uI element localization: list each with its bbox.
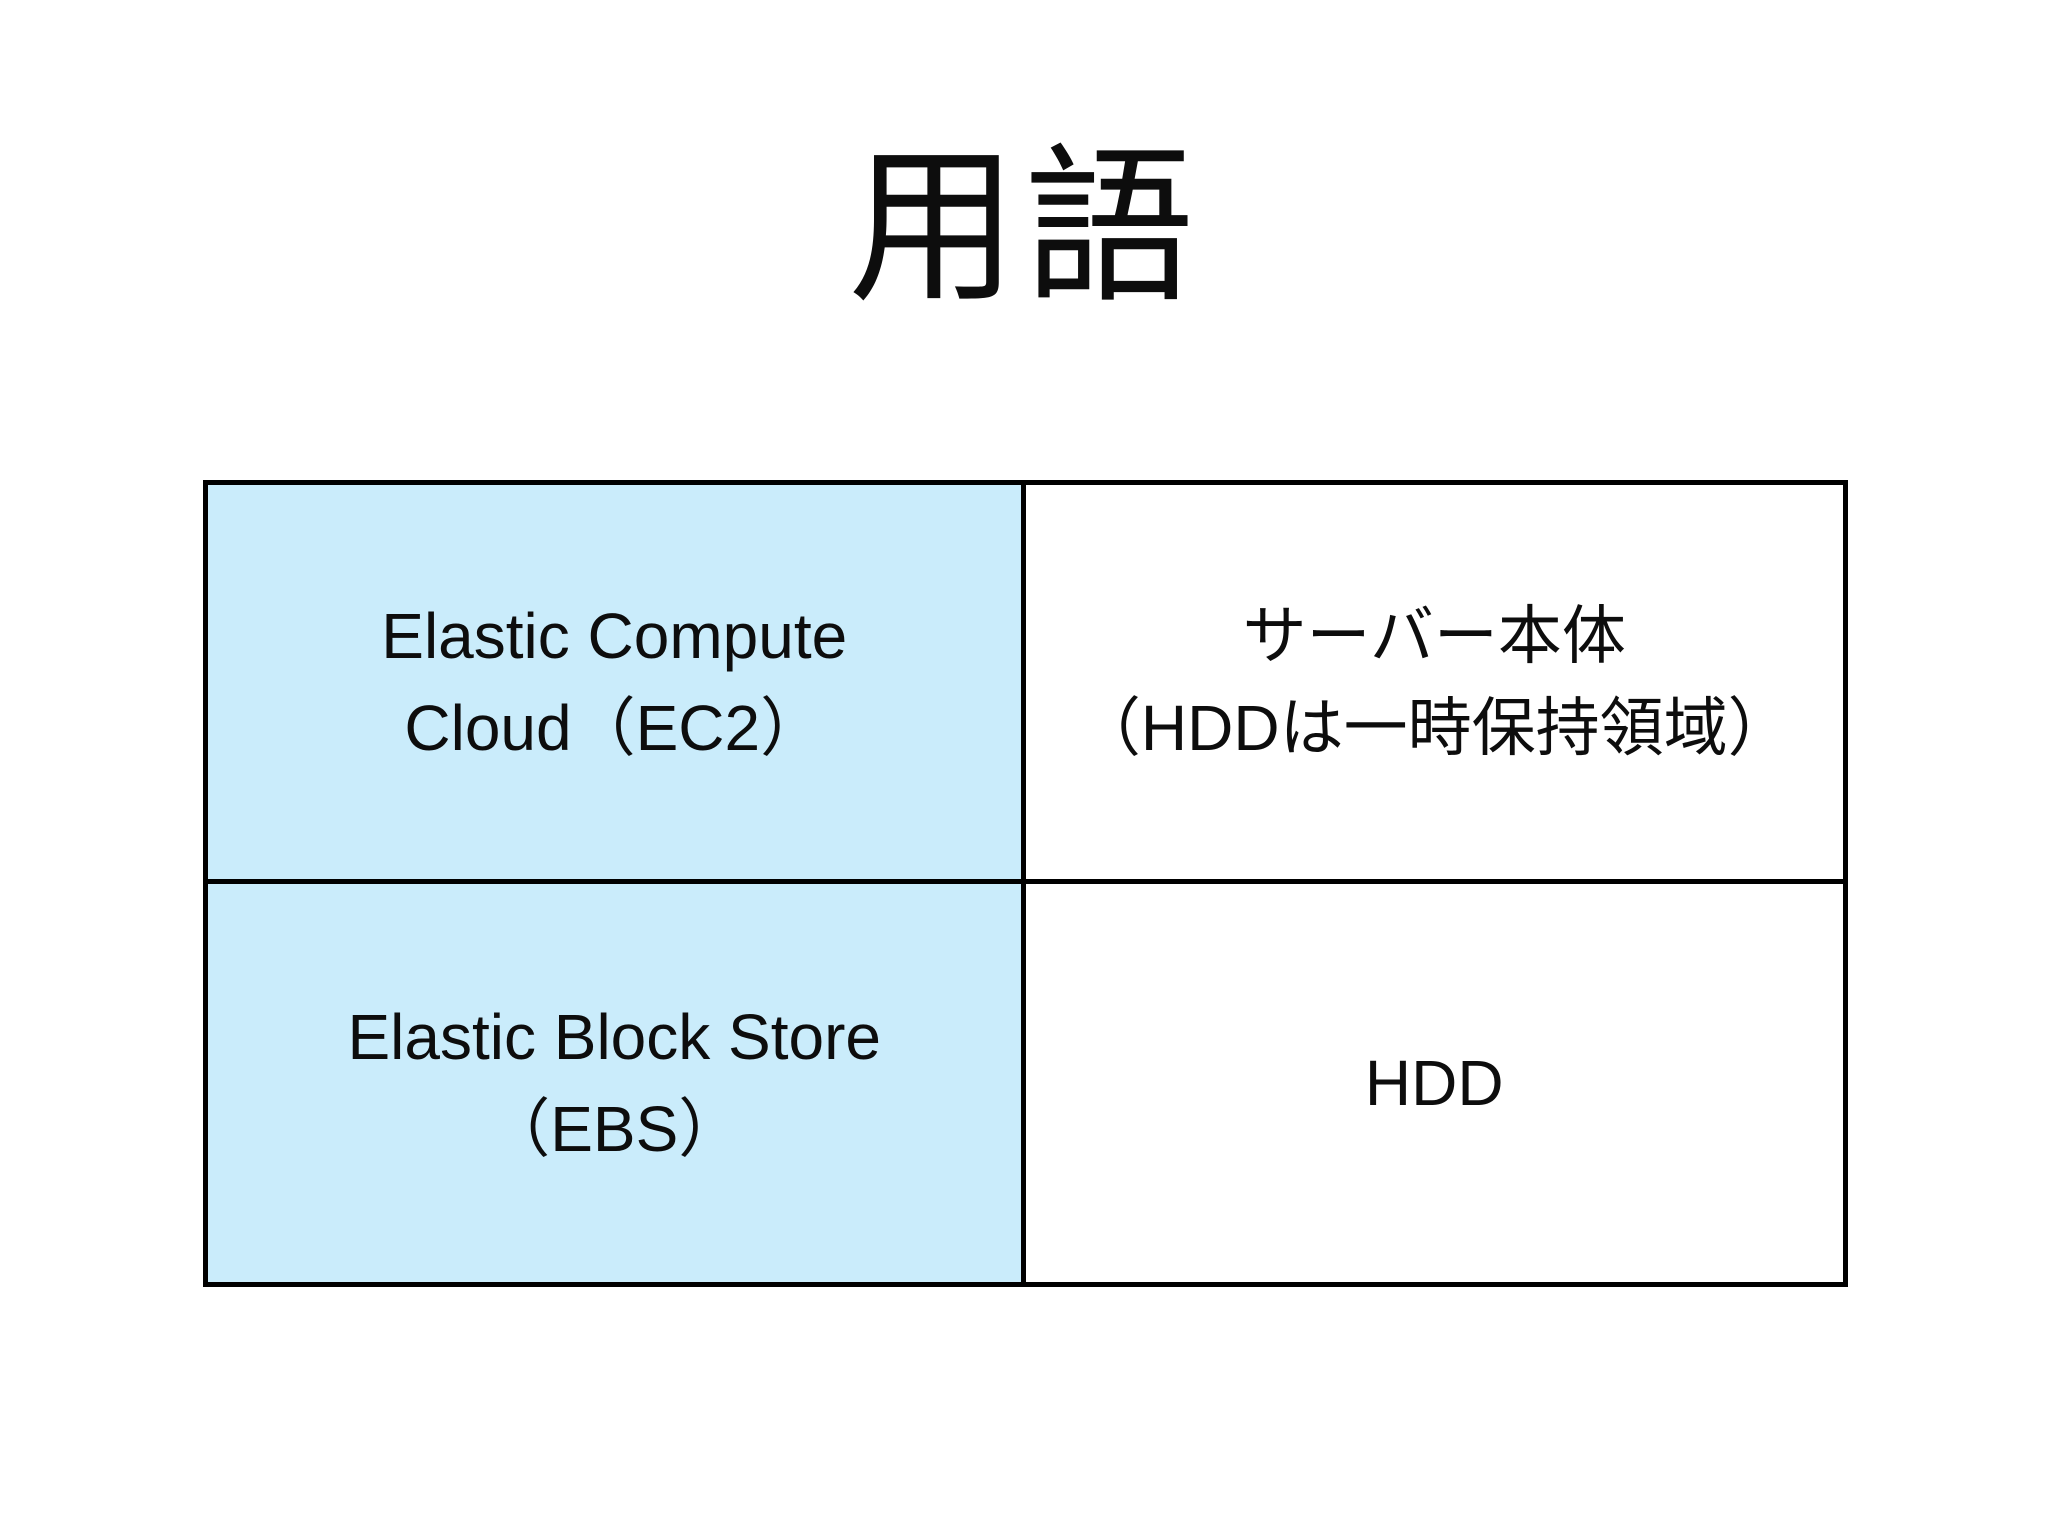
definition-cell-ebs: HDD	[1025, 883, 1843, 1282]
definition-cell-ec2: サーバー本体 （HDDは一時保持領域）	[1025, 485, 1843, 884]
terminology-table: Elastic Compute Cloud（EC2） サーバー本体 （HDDは一…	[203, 480, 1848, 1287]
term-cell-ec2: Elastic Compute Cloud（EC2）	[208, 485, 1026, 884]
term-cell-ebs: Elastic Block Store （EBS）	[208, 883, 1026, 1282]
slide-title: 用語	[847, 133, 1200, 323]
